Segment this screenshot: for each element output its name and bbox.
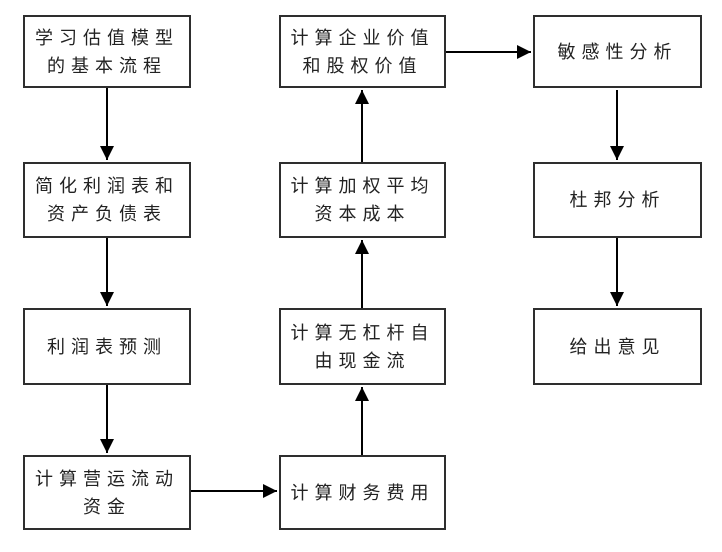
flow-node-unlevered-free-cash-flow: 计算无杠杆自 由现金流 [279, 308, 446, 385]
flow-node-learn-valuation-process: 学习估值模型 的基本流程 [23, 15, 191, 88]
flow-node-give-opinion: 给出意见 [533, 308, 702, 385]
flow-node-income-statement-forecast: 利润表预测 [23, 308, 191, 385]
flow-node-working-capital: 计算营运流动 资金 [23, 455, 191, 530]
flow-node-sensitivity-analysis: 敏感性分析 [533, 15, 702, 88]
flow-node-dupont-analysis: 杜邦分析 [533, 162, 702, 238]
flow-node-financial-expenses: 计算财务费用 [279, 455, 446, 530]
flow-node-simplify-statements: 简化利润表和 资产负债表 [23, 162, 191, 238]
flow-node-wacc: 计算加权平均 资本成本 [279, 162, 446, 238]
flow-node-enterprise-equity-value: 计算企业价值 和股权价值 [279, 15, 446, 88]
